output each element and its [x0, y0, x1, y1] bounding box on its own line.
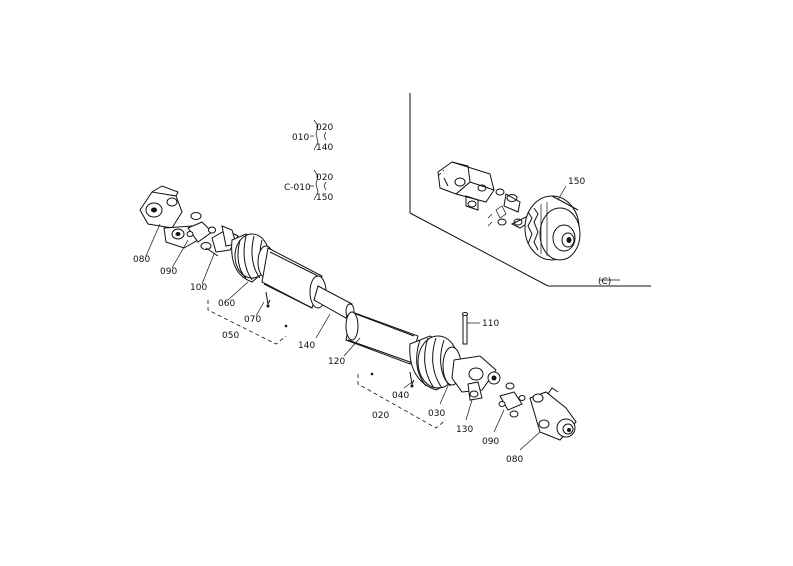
- inset-c-frame: [409, 93, 651, 287]
- label-030: 030: [428, 409, 445, 419]
- legend-group-1: [310, 119, 327, 151]
- label-090-left: 090: [160, 267, 177, 277]
- label-020: 020: [372, 411, 389, 421]
- label-130: 130: [456, 425, 473, 435]
- label-060: 060: [218, 299, 235, 309]
- part-140-inner-tube: [313, 285, 355, 319]
- leader-lines: [145, 185, 620, 451]
- label-040: 040: [392, 391, 409, 401]
- bracket-050: [207, 300, 288, 345]
- legend-2-bottom: 150: [316, 193, 333, 203]
- part-030-right-guard: [409, 335, 462, 391]
- label-110: 110: [482, 319, 499, 329]
- legend-1-top: 020: [316, 123, 333, 133]
- inset-yoke-assembly: [437, 161, 538, 229]
- label-inset-c: (C): [598, 277, 611, 287]
- label-140: 140: [298, 341, 315, 351]
- label-100: 100: [190, 283, 207, 293]
- part-040-clip: [409, 371, 415, 388]
- part-150-clutch-wheel: [524, 195, 581, 261]
- bracket-020: [357, 372, 447, 429]
- part-110-pin: [462, 312, 468, 345]
- legend-group-2: [310, 169, 327, 201]
- part-080-left-yoke: [139, 185, 199, 249]
- legend-2-top: 020: [316, 173, 333, 183]
- label-080-left: 080: [133, 255, 150, 265]
- part-090-right-cross: [498, 382, 526, 418]
- part-070-clip: [265, 291, 271, 308]
- legend-2-key: C-010: [284, 183, 311, 193]
- label-120: 120: [328, 357, 345, 367]
- legend-1-bottom: 140: [316, 143, 333, 153]
- label-080-right: 080: [506, 455, 523, 465]
- part-090-left-cross: [186, 212, 216, 250]
- part-130-right-yoke: [451, 355, 501, 401]
- part-080-right-yoke: [529, 387, 577, 441]
- label-050: 050: [222, 331, 239, 341]
- label-070: 070: [244, 315, 261, 325]
- label-150: 150: [568, 177, 585, 187]
- legend-1-key: 010: [292, 133, 309, 143]
- part-120-inner-tube: [345, 311, 419, 365]
- label-090-right: 090: [482, 437, 499, 447]
